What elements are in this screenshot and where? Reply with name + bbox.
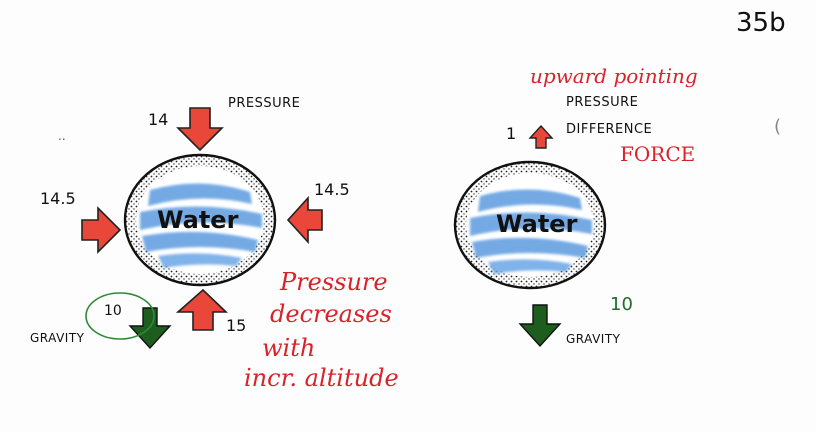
note-line-3: with [262, 334, 316, 362]
net-pressure-force-arrow [528, 124, 554, 149]
right-pressure-label: PRESSURE [566, 95, 639, 110]
note-line-2: decreases [270, 300, 392, 328]
note-line-1: Pressure [280, 268, 388, 296]
left-water-label: Water [157, 206, 239, 234]
top-pressure-arrow [176, 107, 224, 152]
stray-mark: ( [774, 116, 781, 137]
right-water-drop [453, 160, 607, 290]
right-gravity-value: 10 [610, 294, 633, 315]
top-pressure-value: 14 [148, 110, 169, 129]
left-pressure-value: 14.5 [40, 189, 76, 208]
pressure-label: PRESSURE [228, 96, 301, 111]
force-label: FORCE [620, 142, 696, 166]
right-pressure-value: 14.5 [314, 180, 350, 199]
stray-mark: .. [58, 129, 66, 143]
left-water-drop [123, 153, 277, 287]
upward-pointing-label: upward pointing [530, 64, 698, 88]
left-gravity-label: GRAVITY [30, 331, 85, 345]
left-gravity-value: 10 [104, 303, 122, 319]
right-gravity-label: GRAVITY [566, 332, 621, 346]
gravity-value-circle [85, 292, 155, 340]
right-pressure-arrow [286, 195, 323, 245]
difference-label: DIFFERENCE [566, 122, 653, 137]
net-force-value: 1 [506, 124, 517, 143]
page-number: 35b [736, 8, 786, 38]
note-line-4: incr. altitude [244, 364, 399, 392]
bottom-pressure-arrow [175, 288, 228, 331]
bottom-pressure-value: 15 [226, 316, 247, 335]
left-pressure-arrow [81, 206, 122, 254]
right-gravity-arrow [518, 304, 562, 348]
right-water-label: Water [496, 210, 578, 238]
